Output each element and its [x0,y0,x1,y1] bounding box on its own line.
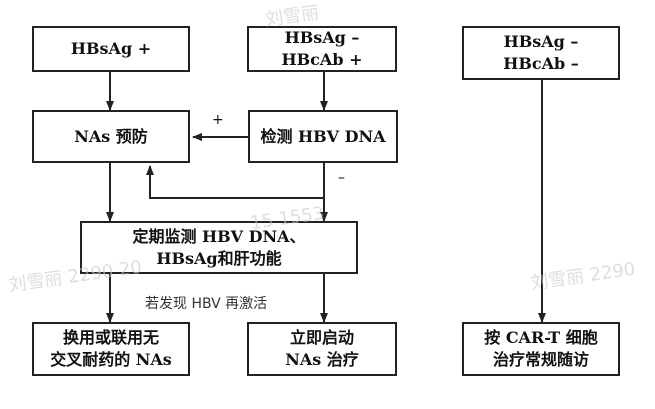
edge-label-positive: + [212,112,224,128]
node-line: HBsAg和肝功能 [156,248,282,268]
node-line: 检测 HBV DNA [260,126,386,146]
node-line: HBcAb – [503,54,579,73]
edge-label-negative: – [338,170,345,186]
node-line: NAs 预防 [74,126,148,146]
node-hbsag-positive: HBsAg + [32,26,190,72]
node-line: 换用或联用无 [62,328,159,347]
edge-loop-back-to-prophylaxis [146,165,324,199]
node-nas-prophylaxis: NAs 预防 [32,110,190,163]
node-line: HBsAg – [284,28,360,47]
node-line: 立即启动 [289,328,354,347]
node-line: 交叉耐药的 NAs [50,350,172,369]
node-hbsag-negative-hbcab-positive: HBsAg – HBcAb + [247,26,397,72]
node-line: HBcAb + [281,50,363,69]
node-hbsag-negative-hbcab-negative: HBsAg – HBcAb – [462,26,620,80]
node-line: HBsAg + [70,39,152,58]
node-car-t-followup: 按 CAR-T 细胞 治疗常规随访 [462,322,620,376]
node-line: 治疗常规随访 [492,350,589,369]
node-line: NAs 治疗 [285,350,359,369]
node-line: 按 CAR-T 细胞 [484,328,598,347]
node-start-nas-treatment: 立即启动 NAs 治疗 [247,322,397,376]
node-switch-nas: 换用或联用无 交叉耐药的 NAs [32,322,190,376]
node-line: HBsAg – [503,32,579,51]
node-test-hbv-dna: 检测 HBV DNA [248,110,398,163]
reactivation-annotation: 若发现 HBV 再激活 [145,296,268,312]
node-periodic-monitoring: 定期监测 HBV DNA、 HBsAg和肝功能 [80,221,358,274]
node-line: 定期监测 HBV DNA、 [132,226,306,246]
